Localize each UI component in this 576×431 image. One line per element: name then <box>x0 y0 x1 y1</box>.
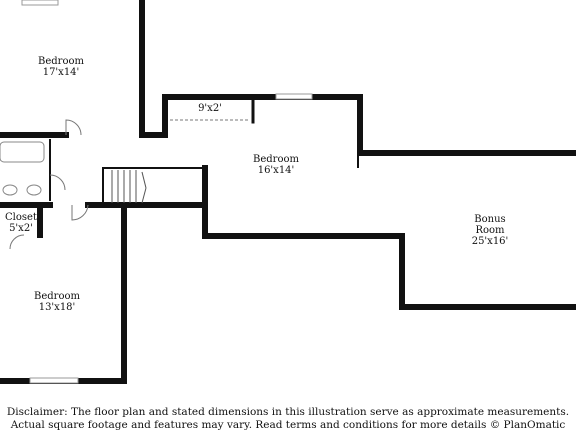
room-dims: 25'x16' <box>471 236 509 247</box>
room-closet: Closet 5'x2' <box>2 212 40 234</box>
room-dims: 13'x18' <box>38 302 76 313</box>
door-swing <box>49 174 66 191</box>
window <box>21 0 59 6</box>
disclaimer-line-1: Disclaimer: The floor plan and stated di… <box>6 406 570 418</box>
door-swing <box>71 204 89 221</box>
room-name: Bedroom <box>34 291 80 302</box>
room-name-2: Room <box>475 225 505 236</box>
room-name: Bedroom <box>253 154 299 165</box>
windows <box>21 0 313 384</box>
door-swing <box>9 234 25 250</box>
room-dims: 17'x14' <box>42 67 80 78</box>
disclaimer-line-2: Actual square footage and features may v… <box>10 419 566 431</box>
room-bonus: Bonus Room 25'x16' <box>460 214 520 247</box>
doors <box>9 119 359 250</box>
door-swing <box>65 119 82 136</box>
room-closet-small: 9'x2' <box>190 103 230 114</box>
sink <box>2 184 18 196</box>
stairs <box>102 167 206 206</box>
room-bedroom-2: Bedroom 16'x14' <box>245 154 307 176</box>
room-bedroom-3: Bedroom 13'x18' <box>26 291 88 313</box>
room-bedroom-1: Bedroom 17'x14' <box>30 56 92 78</box>
room-name: Closet <box>5 212 37 223</box>
sink <box>26 184 42 196</box>
bathroom-fixtures <box>0 141 45 196</box>
bathtub <box>0 141 45 163</box>
room-name: Bonus <box>474 214 506 225</box>
room-dims: 9'x2' <box>198 103 222 114</box>
room-dims: 16'x14' <box>257 165 295 176</box>
room-dims: 5'x2' <box>9 223 33 234</box>
window <box>275 93 313 100</box>
window <box>29 377 79 384</box>
room-name: Bedroom <box>38 56 84 67</box>
